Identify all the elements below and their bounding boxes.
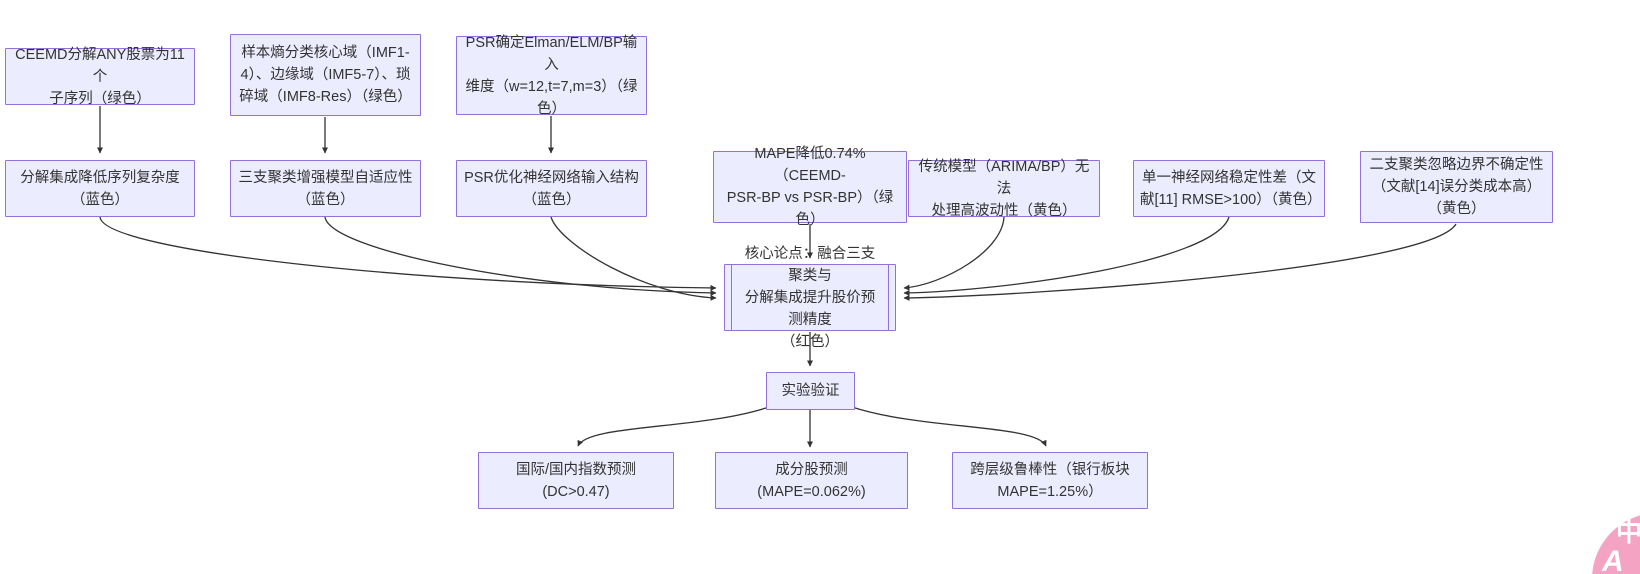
node-label: PSR确定Elman/ELM/BP输入 维度（w=12,t=7,m=3）（绿 色… — [465, 34, 638, 117]
subroutine-inner-line — [731, 265, 732, 330]
node-label: PSR优化神经网络输入结构 （蓝色） — [464, 169, 639, 208]
node-sample-entropy: 样本熵分类核心域（IMF1- 4）、边缘域（IMF5-7）、琐 碎域（IMF8-… — [230, 34, 421, 116]
node-label: 实验验证 — [781, 383, 840, 399]
edge-experiment-to-robustness — [851, 406, 1047, 447]
node-label: CEEMD分解ANY股票为11个 子序列（绿色） — [15, 46, 185, 107]
node-psr-dimension: PSR确定Elman/ELM/BP输入 维度（w=12,t=7,m=3）（绿 色… — [456, 35, 647, 117]
subroutine-inner-line — [888, 265, 889, 330]
node-mape-reduction: MAPE降低0.74%（CEEMD- PSR-BP vs PSR-BP）（绿 色… — [713, 146, 907, 228]
node-experiment: 实验验证 — [766, 372, 855, 410]
node-core-thesis: 核心论点：融合三支聚类与 分解集成提升股价预测精度 （红色） — [724, 246, 896, 350]
edge-traditional-to-core — [903, 216, 1005, 291]
node-two-way-clustering: 二支聚类忽略边界不确定性 （文献[14]误分类成本高） （黄色） — [1360, 151, 1553, 223]
node-label: 跨层级鲁棒性（银行板块 MAPE=1.25%） — [970, 461, 1130, 500]
node-label: 三支聚类增强模型自适应性 （蓝色） — [238, 169, 413, 208]
node-decomposition-ensemble: 分解集成降低序列复杂度 （蓝色） — [5, 160, 195, 217]
node-three-way-clustering: 三支聚类增强模型自适应性 （蓝色） — [230, 160, 421, 217]
node-single-nn: 单一神经网络稳定性差（文 献[11] RMSE>100）（黄色） — [1133, 160, 1325, 217]
badge-zh-glyph: 中 — [1616, 517, 1640, 547]
node-psr-optimize: PSR优化神经网络输入结构 （蓝色） — [456, 160, 647, 217]
edge-singlenn-to-core — [903, 216, 1230, 296]
node-ceemd-decompose: CEEMD分解ANY股票为11个 子序列（绿色） — [5, 47, 195, 107]
node-label: 传统模型（ARIMA/BP）无法 处理高波动性（黄色） — [918, 158, 1090, 219]
edge-clustering-to-core — [324, 216, 717, 296]
edge-experiment-to-index — [577, 406, 770, 447]
node-robustness: 跨层级鲁棒性（银行板块 MAPE=1.25%） — [952, 452, 1148, 509]
node-label: 二支聚类忽略边界不确定性 （文献[14]误分类成本高） （黄色） — [1369, 157, 1544, 217]
badge-en-glyph: A — [1602, 545, 1624, 574]
node-label: 国际/国内指数预测 (DC>0.47) — [515, 461, 637, 500]
node-label: 样本熵分类核心域（IMF1- 4）、边缘域（IMF5-7）、琐 碎域（IMF8-… — [239, 45, 412, 105]
edge-psropt-to-core — [550, 216, 717, 301]
node-label: 成分股预测 (MAPE=0.062%) — [757, 461, 866, 500]
edge-ensemble-to-core — [99, 216, 717, 291]
node-index-prediction: 国际/国内指数预测 (DC>0.47) — [478, 452, 674, 509]
translate-badge[interactable]: 中 A — [1592, 513, 1640, 574]
edge-twoway-to-core — [903, 223, 1457, 301]
node-label: 单一神经网络稳定性差（文 献[11] RMSE>100）（黄色） — [1140, 169, 1322, 208]
node-label: 分解集成降低序列复杂度 （蓝色） — [20, 169, 180, 208]
node-label: 核心论点：融合三支聚类与 分解集成提升股价预测精度 （红色） — [744, 245, 876, 350]
node-constituent-prediction: 成分股预测 (MAPE=0.062%) — [715, 452, 908, 509]
node-label: MAPE降低0.74%（CEEMD- PSR-BP vs PSR-BP）（绿 色… — [726, 146, 894, 228]
node-traditional-models: 传统模型（ARIMA/BP）无法 处理高波动性（黄色） — [908, 159, 1100, 219]
